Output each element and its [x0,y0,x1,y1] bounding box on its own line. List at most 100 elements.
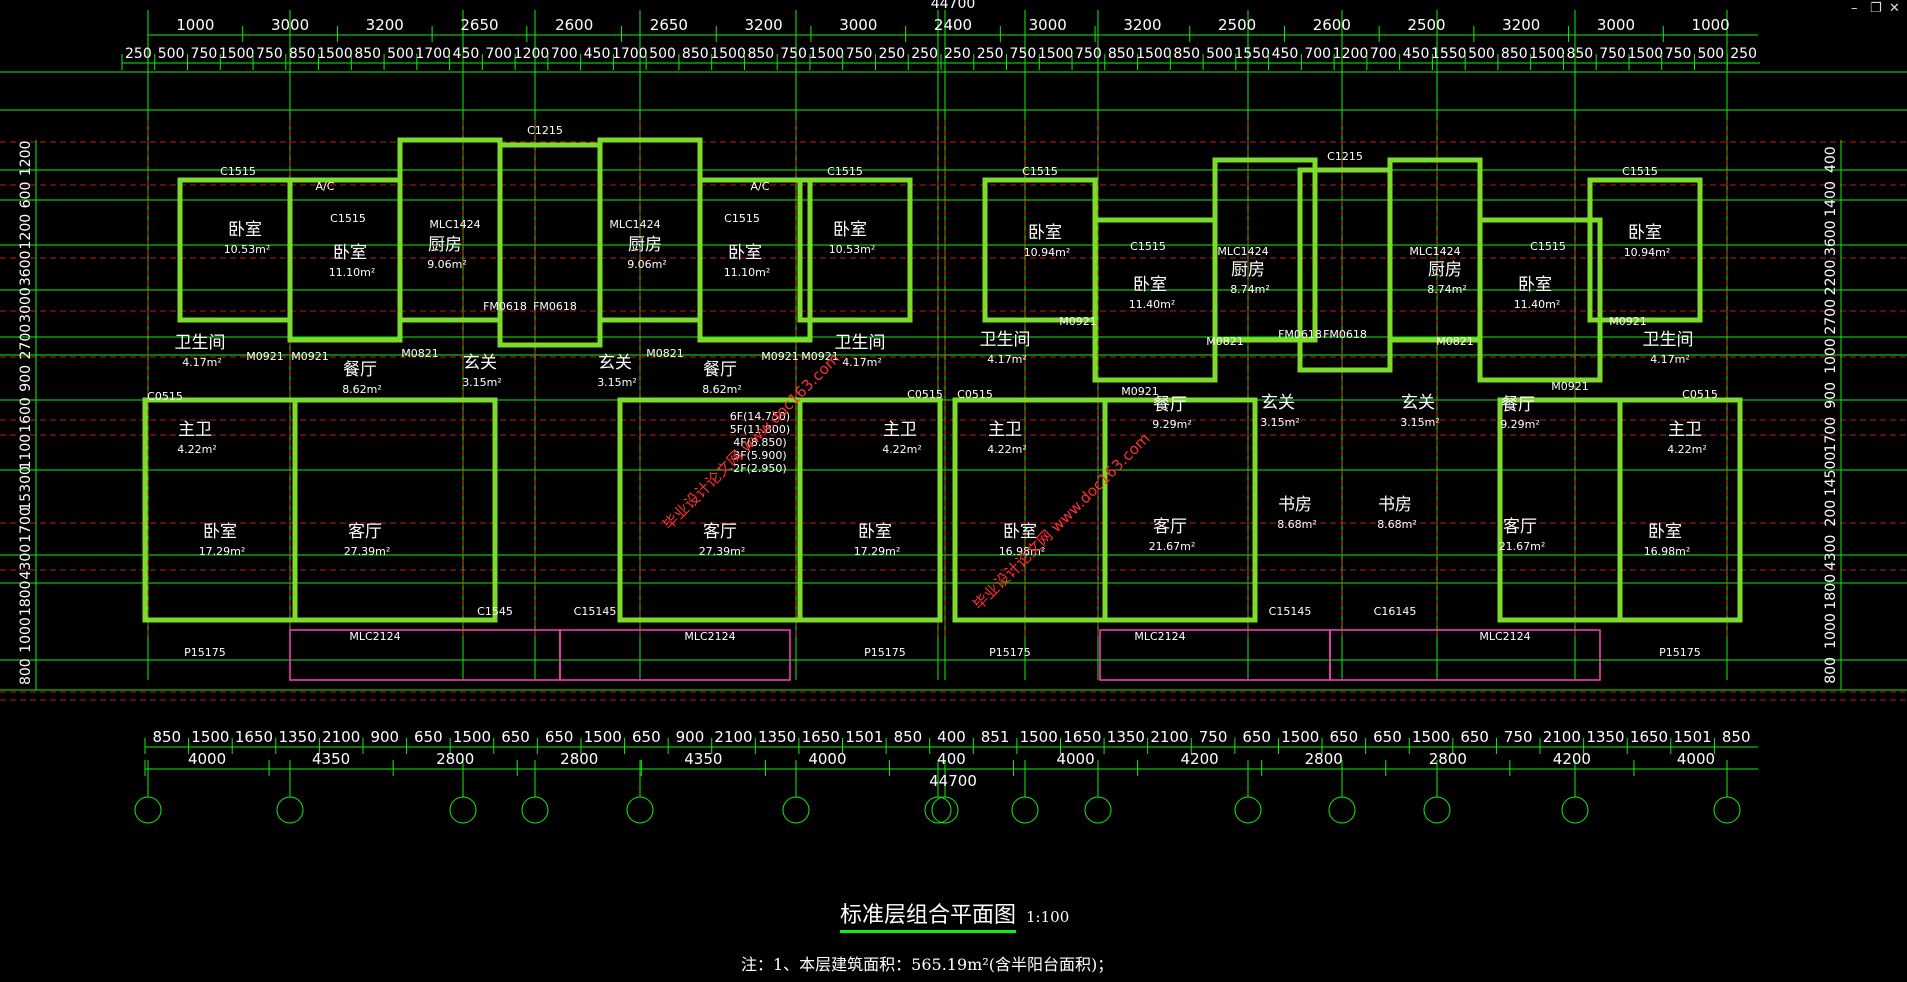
axis-bubble [1084,796,1112,824]
opening-tag: M0921 [1121,385,1159,398]
opening-tag: C1515 [1530,240,1566,253]
room-area: 4.22m² [1667,443,1707,456]
dim-top-2-label: 750 [780,46,807,62]
dim-top-2-label: 1500 [317,46,353,62]
room-name: 餐厅 [1501,395,1535,415]
room-area: 8.62m² [342,383,382,396]
room-name: 卧室 [1628,223,1662,243]
opening-tag: C1515 [330,212,366,225]
dim-top-1-label: 2600 [1313,16,1351,34]
dim-top-2-label: 450 [1272,46,1299,62]
dim-left-label: 800 [18,658,34,685]
opening-tag: P15175 [184,646,226,659]
opening-tag: C0515 [1682,388,1718,401]
room-name: 玄关 [463,353,497,373]
dim-bottom-2-label: 2800 [1429,750,1467,768]
dim-top-2-label: 500 [387,46,414,62]
dim-top-2-label: 1700 [612,46,648,62]
dim-left-label: 3600 [18,251,34,287]
room-area: 11.10m² [329,266,376,279]
dim-right-label: 900 [1823,382,1839,409]
opening-tag: P15175 [989,646,1031,659]
opening-tag: C1215 [1327,150,1363,163]
dim-top-2-label: 1700 [415,46,451,62]
room-area: 3.15m² [1400,416,1440,429]
dim-bottom-2-label: 400 [937,750,966,768]
opening-tag: FM0618 [1323,328,1367,341]
room-area: 11.10m² [724,266,771,279]
watermark-text: 毕业设计论文网 www.doc163.com [659,349,843,533]
dim-bottom-1-label: 1500 [1020,728,1058,746]
room-area: 3.15m² [462,376,502,389]
dim-bottom-1-label: 850 [152,728,181,746]
opening-tag: MLC2124 [684,630,735,643]
room-name: 厨房 [1428,260,1462,280]
axis-bubble [1561,796,1589,824]
restore-button[interactable]: ❐ [1870,1,1882,16]
axis-bubble [449,796,477,824]
dim-right-label: 800 [1823,657,1839,684]
opening-tag: 3F(5.900) [733,449,786,462]
opening-tag: C0515 [907,388,943,401]
room-area: 4.17m² [987,353,1027,366]
opening-tag: 5F(11.800) [730,423,790,436]
room-area: 9.06m² [427,258,467,271]
axis-bubble [1328,796,1356,824]
dim-left-label: 1200 [18,141,34,177]
dim-bottom-2-label: 4200 [1181,750,1219,768]
dim-right-label: 1700 [1823,417,1839,453]
room-area: 11.40m² [1129,298,1176,311]
wall-balcony [1329,629,1601,681]
dim-bottom-1-label: 1500 [1281,728,1319,746]
axis-bubble [276,796,304,824]
dim-top-2-label: 1200 [514,46,550,62]
minimize-button[interactable]: – [1851,1,1858,16]
opening-tag: P15175 [1659,646,1701,659]
dim-bottom-1-label: 650 [632,728,661,746]
dim-top-2-label: 750 [846,46,873,62]
dim-top-2-label: 450 [1403,46,1430,62]
dim-bottom-1-label: 1500 [453,728,491,746]
dim-bottom-2-label: 2800 [436,750,474,768]
dim-top-1-label: 2400 [934,16,972,34]
dim-top-2-label: 750 [1665,46,1692,62]
dim-top-2-label: 1500 [1628,46,1664,62]
dim-bottom-1-label: 650 [545,728,574,746]
close-button[interactable]: ✕ [1889,1,1900,16]
opening-tag: C1515 [1622,165,1658,178]
dim-bottom-1-label: 850 [1722,728,1751,746]
room-name: 客厅 [703,522,737,542]
room-area: 10.94m² [1024,246,1071,259]
dim-top-2-label: 1500 [1136,46,1172,62]
room-area: 8.68m² [1377,518,1417,531]
dim-bottom-1-label: 1501 [1674,728,1712,746]
dim-top-2-label: 500 [1206,46,1233,62]
opening-tag: C1515 [724,212,760,225]
opening-tag: M0821 [1206,335,1244,348]
dim-top-1-label: 2650 [650,16,688,34]
drawing-title: 标准层组合平面图 [840,897,1017,933]
room-name: 卧室 [1648,522,1682,542]
dim-bottom-1-label: 1650 [1063,728,1101,746]
room-area: 9.29m² [1500,418,1540,431]
drawing-scale: 1:100 [1026,908,1070,926]
dim-top-2-label: 250 [977,46,1004,62]
dim-top-2-label: 250 [1730,46,1757,62]
dim-top-2-label: 700 [1370,46,1397,62]
opening-tag: M0821 [401,347,439,360]
dim-top-2-label: 250 [944,46,971,62]
room-name: 卧室 [1518,275,1552,295]
dim-bottom-1-label: 1350 [1586,728,1624,746]
dim-left-label: 4300 [18,544,34,580]
room-area: 4.22m² [177,443,217,456]
room-name: 卫生间 [835,333,886,353]
opening-tag: 4F(8.850) [733,436,786,449]
dim-top-2-label: 850 [682,46,709,62]
room-name: 卧室 [728,243,762,263]
room-area: 4.17m² [842,356,882,369]
room-name: 卧室 [228,220,262,240]
dim-total-top: 44700 [931,0,976,12]
